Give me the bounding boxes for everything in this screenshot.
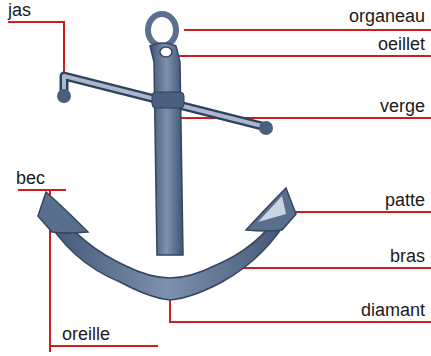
part-label: organeau [349, 6, 425, 26]
part-label: diamant [361, 300, 425, 320]
stock-collar [152, 92, 184, 108]
ring [148, 14, 176, 46]
part-label: patte [385, 190, 425, 210]
left-fluke [38, 192, 88, 233]
part-label: oeillet [378, 34, 425, 54]
part-label: bras [390, 246, 425, 266]
part-label: oreille [62, 324, 110, 344]
eye [160, 47, 172, 57]
part-label: verge [380, 96, 425, 116]
part-label: jas [8, 0, 31, 20]
right-fluke [246, 188, 296, 231]
fluke-highlight [258, 196, 286, 222]
leader-lines [8, 22, 431, 352]
part-label: bec [16, 168, 45, 188]
shank [150, 43, 183, 255]
